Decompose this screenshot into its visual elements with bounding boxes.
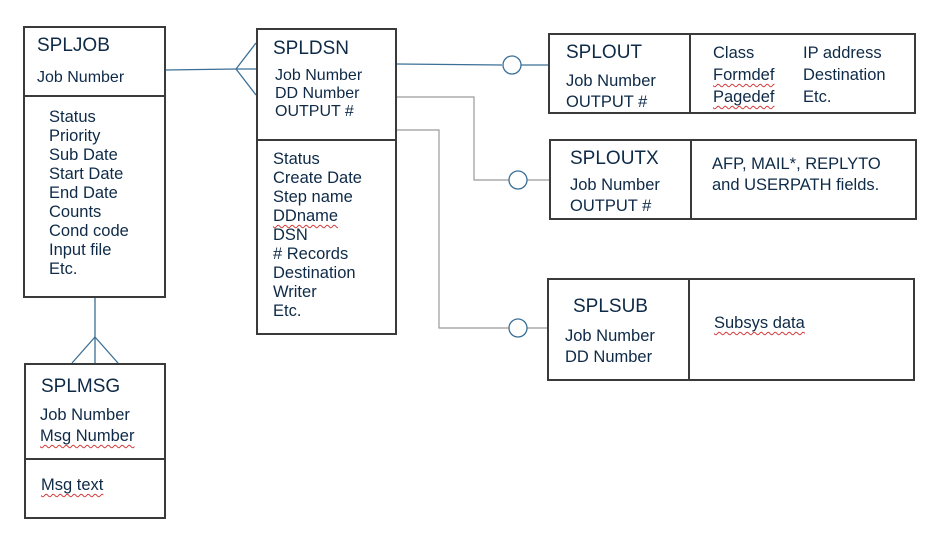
rel-spljob-splmsg xyxy=(71,298,119,364)
splout-field: Formdef xyxy=(713,66,775,84)
spljob-field: Counts xyxy=(49,203,102,221)
spldsn-field: Step name xyxy=(273,188,353,206)
spldsn-field: Etc. xyxy=(273,302,302,320)
sploutx-key-box: SPLOUTX Job Number OUTPUT # xyxy=(549,139,692,220)
splmsg-key-fields: Job Number Msg Number xyxy=(40,405,134,447)
splout-key-field: Job Number xyxy=(566,72,656,90)
spldsn-body-box: Status Create Date Step name DDname DSN … xyxy=(256,139,397,335)
splmsg-field: Msg text xyxy=(41,476,104,494)
sploutx-attr-box: AFP, MAIL*, REPLYTO and USERPATH fields. xyxy=(690,139,917,220)
spldsn-field: DDname xyxy=(273,207,339,225)
spljob-title: SPLJOB xyxy=(37,35,110,56)
spldsn-field: Writer xyxy=(273,283,317,301)
rel-spljob-spldsn xyxy=(164,42,257,96)
splout-key-box: SPLOUT Job Number OUTPUT # xyxy=(548,33,691,114)
spljob-field: Start Date xyxy=(49,165,124,183)
splmsg-header-box: SPLMSG Job Number Msg Number xyxy=(24,363,166,460)
spljob-field: Priority xyxy=(49,127,101,145)
splout-field: IP address xyxy=(803,44,882,62)
spldsn-field: Status xyxy=(273,150,320,168)
sploutx-fields: AFP, MAIL*, REPLYTO and USERPATH fields. xyxy=(712,154,881,196)
spljob-field: Etc. xyxy=(49,260,78,278)
splout-fields-col1: Class Formdef Pagedef xyxy=(713,42,774,108)
sploutx-field: and USERPATH fields. xyxy=(712,176,880,194)
rel-spldsn-sploutx xyxy=(397,96,550,190)
sploutx-key-fields: Job Number OUTPUT # xyxy=(570,175,660,217)
spldsn-header-box: SPLDSN Job Number DD Number OUTPUT # xyxy=(256,28,397,141)
splsub-key-field: DD Number xyxy=(565,348,653,366)
spljob-field: Cond code xyxy=(49,222,129,240)
splout-attr-box: Class Formdef Pagedef IP address Destina… xyxy=(689,33,916,114)
spljob-field: Sub Date xyxy=(49,146,118,164)
sploutx-key-field: Job Number xyxy=(570,176,660,194)
spldsn-key-field: OUTPUT # xyxy=(275,103,354,120)
splsub-fields: Subsys data xyxy=(714,313,805,334)
splmsg-fields: Msg text xyxy=(41,475,103,496)
splout-field: Destination xyxy=(803,66,886,84)
spljob-field: End Date xyxy=(49,184,118,202)
spldsn-field: Create Date xyxy=(273,169,362,187)
splmsg-key-field: Msg Number xyxy=(40,427,135,445)
spljob-field: Status xyxy=(49,108,96,126)
splmsg-title: SPLMSG xyxy=(41,376,121,397)
spljob-header-box: SPLJOB Job Number xyxy=(23,26,166,97)
spljob-field: Input file xyxy=(49,241,112,259)
spljob-key-field: Job Number xyxy=(37,69,125,86)
sploutx-title: SPLOUTX xyxy=(570,148,659,169)
rel-spldsn-splsub xyxy=(397,129,548,338)
spldsn-title: SPLDSN xyxy=(273,38,350,59)
splout-fields-col2: IP address Destination Etc. xyxy=(803,42,886,108)
sploutx-key-field: OUTPUT # xyxy=(570,197,652,215)
splsub-attr-box: Subsys data xyxy=(688,278,915,381)
sploutx-field: AFP, MAIL*, REPLYTO xyxy=(712,155,881,173)
splmsg-body-box: Msg text xyxy=(24,458,166,519)
spldsn-field: # Records xyxy=(273,245,349,263)
splmsg-key-field: Job Number xyxy=(40,406,130,424)
splout-title: SPLOUT xyxy=(566,42,643,63)
splout-key-field: OUTPUT # xyxy=(566,93,648,111)
splsub-key-field: Job Number xyxy=(565,327,655,345)
splsub-key-box: SPLSUB Job Number DD Number xyxy=(547,278,690,381)
spldsn-key-fields: Job Number DD Number OUTPUT # xyxy=(275,67,362,121)
splsub-title: SPLSUB xyxy=(573,296,648,317)
spljob-fields: Status Priority Sub Date Start Date End … xyxy=(49,108,129,279)
spljob-key-fields: Job Number xyxy=(37,68,124,88)
spldsn-field: DSN xyxy=(273,226,308,244)
spldsn-fields: Status Create Date Step name DDname DSN … xyxy=(273,150,362,321)
splout-field: Etc. xyxy=(803,88,832,106)
spldsn-key-field: DD Number xyxy=(275,85,360,102)
splsub-key-fields: Job Number DD Number xyxy=(565,326,655,368)
rel-spldsn-splout xyxy=(396,55,549,75)
splout-key-fields: Job Number OUTPUT # xyxy=(566,71,656,113)
splout-field: Pagedef xyxy=(713,88,775,106)
splsub-field: Subsys data xyxy=(714,314,805,332)
splout-field: Class xyxy=(713,44,755,62)
spljob-body-box: Status Priority Sub Date Start Date End … xyxy=(23,95,166,298)
spldsn-field: Destination xyxy=(273,264,356,282)
spldsn-key-field: Job Number xyxy=(275,67,363,84)
